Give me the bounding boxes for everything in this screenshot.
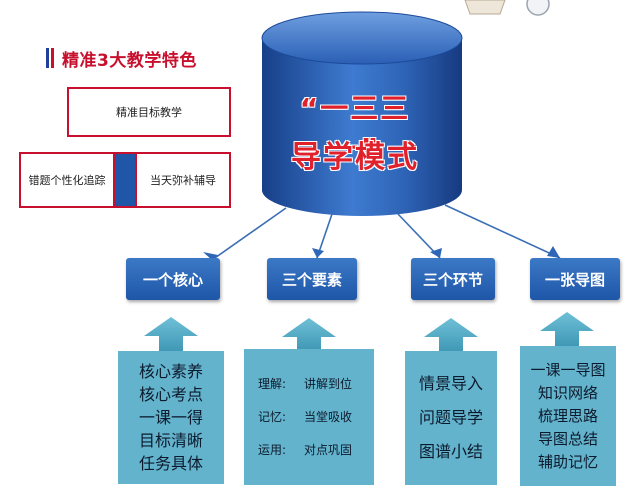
content-box-stages: 情景导入 问题导学 图谱小结 — [405, 351, 497, 485]
connector-wedges — [203, 246, 560, 260]
up-arrow-icon — [424, 318, 478, 352]
content-line: 问题导学 — [418, 408, 483, 427]
branch-one-mindmap: 一张导图 — [530, 258, 620, 300]
content-line: 核心考点 — [138, 385, 203, 404]
up-arrow-icons — [144, 312, 594, 352]
content-box-core: 核心素养 核心考点 一课一得 目标清晰 任务具体 — [118, 351, 224, 484]
up-arrow-icon — [144, 317, 198, 352]
content-line: 辅助记忆 — [537, 452, 598, 471]
content-line: 一课一导图 — [530, 360, 606, 379]
cylinder-title: 导学模式 — [291, 140, 419, 175]
content-row: 运用: 对点巩固 — [258, 434, 374, 467]
content-line: 任务具体 — [138, 454, 203, 473]
content-box-elements: 理解: 讲解到位 记忆: 当堂吸收 运用: 对点巩固 — [244, 349, 374, 485]
branch-three-elements: 三个要素 — [267, 258, 357, 300]
decorative-clipart — [464, 0, 550, 16]
content-line: 梳理思路 — [537, 406, 598, 425]
flag-icon — [46, 48, 56, 68]
content-line: 一课一得 — [138, 408, 203, 427]
cylinder-shape — [261, 11, 463, 216]
feature-label: 精准目标教学 — [116, 106, 182, 119]
feature-label: 当天弥补辅导 — [150, 174, 216, 187]
content-line: 目标清晰 — [138, 431, 203, 450]
content-line: 情景导入 — [418, 374, 483, 393]
content-key: 记忆: — [258, 409, 287, 424]
content-line: 导图总结 — [537, 429, 598, 448]
content-box-mindmap: 一课一导图 知识网络 梳理思路 导图总结 辅助记忆 — [520, 346, 616, 486]
up-arrow-icon — [540, 312, 594, 347]
connector-lines — [211, 204, 561, 261]
content-key: 理解: — [258, 376, 287, 391]
content-row: 记忆: 当堂吸收 — [258, 401, 374, 434]
feature-label: 错题个性化追踪 — [28, 174, 106, 187]
cylinder-quote: “一三三一” — [299, 92, 411, 165]
content-line: 图谱小结 — [418, 442, 483, 461]
content-value: 当堂吸收 — [304, 409, 353, 424]
content-line: 知识网络 — [537, 383, 598, 402]
feature-box-tracking-tutoring: 错题个性化追踪 当天弥补辅导 — [19, 152, 231, 208]
features-title: 精准3大教学特色 — [62, 50, 197, 71]
branch-one-core: 一个核心 — [126, 258, 220, 300]
feature-divider — [113, 154, 137, 206]
features-heading: 精准3大教学特色 — [46, 46, 197, 71]
content-value: 对点巩固 — [304, 442, 353, 457]
content-row: 理解: 讲解到位 — [258, 368, 374, 401]
branch-three-stages: 三个环节 — [411, 258, 495, 300]
up-arrow-icon — [282, 318, 336, 351]
feature-box-target-teaching: 精准目标教学 — [67, 87, 231, 137]
content-value: 讲解到位 — [304, 376, 353, 391]
content-key: 运用: — [258, 442, 287, 457]
content-line: 核心素养 — [138, 362, 203, 381]
